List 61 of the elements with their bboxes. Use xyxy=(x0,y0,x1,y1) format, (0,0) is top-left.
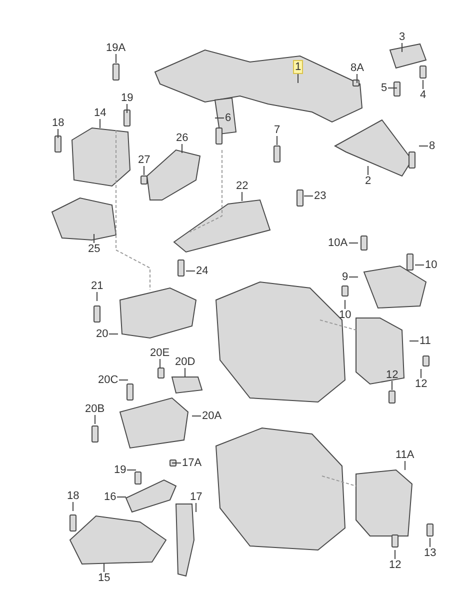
callout-number: 12 xyxy=(414,378,428,390)
leader-line xyxy=(276,136,278,146)
callout-number: 18 xyxy=(66,490,80,502)
callout-number: 19 xyxy=(113,464,128,476)
callout-number: 20E xyxy=(149,347,171,359)
callout-number: 3 xyxy=(398,31,406,43)
callout-number: 9 xyxy=(341,271,350,283)
leader-line xyxy=(72,502,74,512)
leader-line xyxy=(172,462,182,464)
callout-number: 10 xyxy=(338,309,352,321)
callout-number: 15 xyxy=(97,572,112,584)
callout-number: 6 xyxy=(224,112,232,124)
callout-number: 18 xyxy=(51,117,66,129)
callout-number: 10 xyxy=(424,259,438,271)
callout-number: 1 xyxy=(293,60,304,74)
leader-line xyxy=(356,74,358,84)
leader-line xyxy=(348,276,358,278)
callout-number: 20A xyxy=(201,410,223,422)
callout-number: 2 xyxy=(364,175,372,187)
callout-number: 14 xyxy=(93,107,108,119)
callout-number: 20C xyxy=(97,374,120,386)
leader-line xyxy=(344,300,346,310)
callout-number: 19 xyxy=(120,92,134,104)
callout-number: 16 xyxy=(103,491,118,503)
leader-line xyxy=(414,264,424,266)
callout-number: 19A xyxy=(105,42,127,54)
callout-number: 11 xyxy=(418,335,432,347)
leader-line xyxy=(96,292,98,302)
callout-number: 4 xyxy=(419,89,428,101)
leader-line xyxy=(126,104,128,114)
callout-number: 24 xyxy=(195,265,210,277)
leader-line xyxy=(422,80,424,90)
callout-number: 8 xyxy=(428,140,436,152)
leader-line xyxy=(348,242,358,244)
leader-line xyxy=(420,368,422,378)
leader-line xyxy=(404,460,406,470)
callout-number: 20D xyxy=(174,356,196,368)
callout-number: 20B xyxy=(84,403,106,415)
callout-number: 7 xyxy=(273,124,282,136)
leader-line xyxy=(394,550,396,560)
callout-number: 13 xyxy=(423,547,438,559)
callout-number: 26 xyxy=(175,132,190,144)
leader-line xyxy=(116,496,126,498)
callout-number: 27 xyxy=(137,154,152,166)
callout-number: 8A xyxy=(350,62,365,74)
callout-number: 21 xyxy=(90,280,104,292)
leader-line xyxy=(184,368,186,378)
callout-number: 10A xyxy=(327,237,349,249)
leader-line xyxy=(94,414,96,424)
leader-line xyxy=(186,270,196,272)
callout-number: 17A xyxy=(181,457,203,469)
callout-number: 11A xyxy=(394,449,416,461)
callout-number: 12 xyxy=(385,369,400,381)
callout-number: 22 xyxy=(235,180,250,192)
callout-number: 23 xyxy=(313,190,328,202)
callout-number: 20 xyxy=(95,328,110,340)
callout-number: 12 xyxy=(388,559,402,571)
callout-number: 5 xyxy=(380,82,388,94)
callout-number: 17 xyxy=(189,491,204,503)
leader-line xyxy=(409,340,419,342)
callout-number: 25 xyxy=(87,243,102,255)
